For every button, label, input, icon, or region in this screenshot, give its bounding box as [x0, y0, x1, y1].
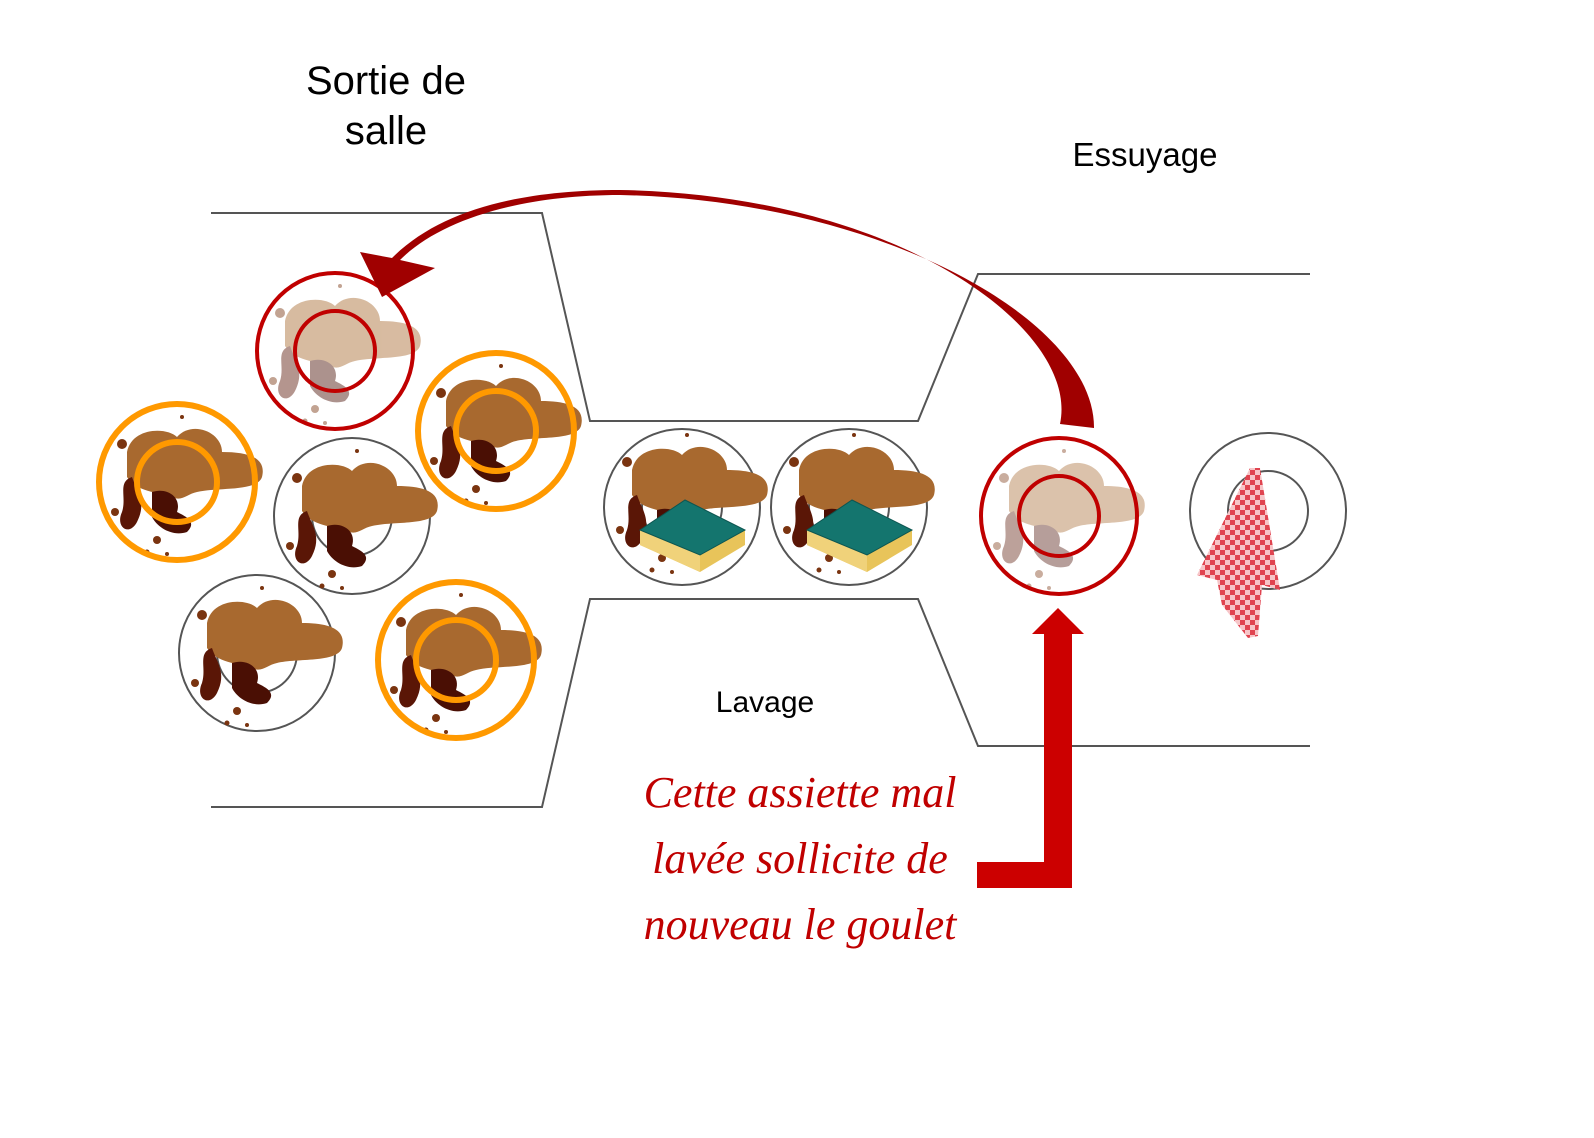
plate-clean — [1189, 432, 1347, 638]
plate-dirty-orange — [375, 579, 542, 741]
plate-rework-faded — [255, 271, 421, 431]
plate-badly-washed — [979, 436, 1145, 596]
plate-washing — [770, 428, 935, 586]
stage-label-essuyage: Essuyage — [1072, 136, 1218, 173]
towel-icon — [1197, 468, 1280, 638]
plate-dirty — [273, 437, 438, 595]
process-top-outline — [211, 212, 1310, 422]
stage-label-sortie-de-salle: Sortie de salle — [305, 59, 467, 153]
plate-washing — [603, 428, 768, 586]
plate-dirty — [178, 574, 343, 732]
stage-label-lavage: Lavage — [715, 686, 815, 719]
process-bottom-outline — [211, 598, 1310, 808]
plate-dirty-orange — [415, 350, 582, 512]
plate-dirty-orange — [96, 401, 263, 563]
sponge-icon — [806, 499, 913, 573]
sponge-icon — [639, 499, 746, 573]
annotation-note: Cette assiette mal lavée sollicite de no… — [643, 768, 957, 949]
note-pointer-arrow — [977, 608, 1084, 888]
